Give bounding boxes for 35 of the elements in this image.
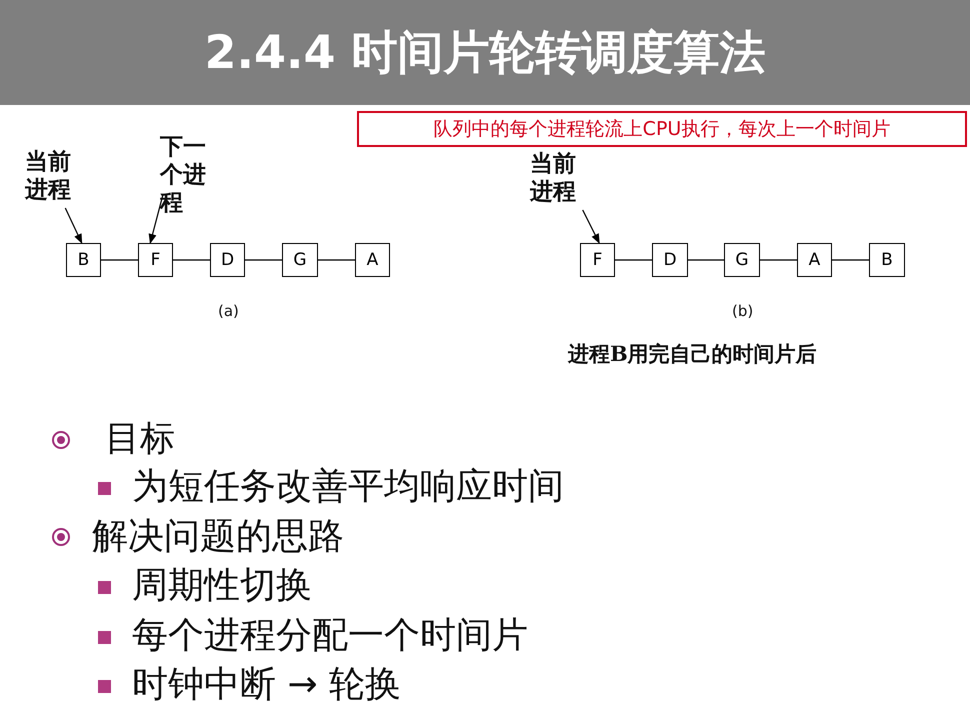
queue-box: G [724,243,760,277]
pointer-label: 当前进程 [25,148,87,208]
queue-box: B [869,243,905,277]
arrow [582,210,600,244]
title-banner: 2.4.4 时间片轮转调度算法 [0,0,970,105]
connector-line [318,259,355,261]
queue-box: B [66,243,101,277]
queue-box: A [797,243,832,277]
bullet-text: 时钟中断 → 轮换 [132,663,402,707]
bullet-text: 解决问题的思路 [92,515,344,559]
pointer-label: 下一个进程 [160,133,222,223]
caption-text: 进程B用完自己的时间片后 [568,340,817,368]
queue-box: D [652,243,688,277]
queue-box: F [580,243,615,277]
connector-line [245,259,282,261]
callout-box: 队列中的每个进程轮流上CPU执行，每次上一个时间片 [357,111,967,147]
connector-line [832,259,869,261]
bullet-text: 每个进程分配一个时间片 [132,614,528,658]
queue-box: G [282,243,318,277]
queue-box: D [210,243,245,277]
connector-line [101,259,138,261]
connector-line [173,259,210,261]
queue-box: F [138,243,173,277]
bullet-text: 目标 [105,418,175,461]
bullet-text: 为短任务改善平均响应时间 [132,465,564,509]
queue-box: A [355,243,390,277]
connector-line [688,259,724,261]
connector-line [760,259,797,261]
pointer-label: 当前进程 [530,150,592,210]
connector-line [615,259,652,261]
figure-caption: (b) [732,302,754,320]
figure-caption: (a) [218,302,239,320]
arrow [148,194,164,244]
bullet-text: 周期性切换 [132,564,312,608]
arrow [64,208,82,244]
